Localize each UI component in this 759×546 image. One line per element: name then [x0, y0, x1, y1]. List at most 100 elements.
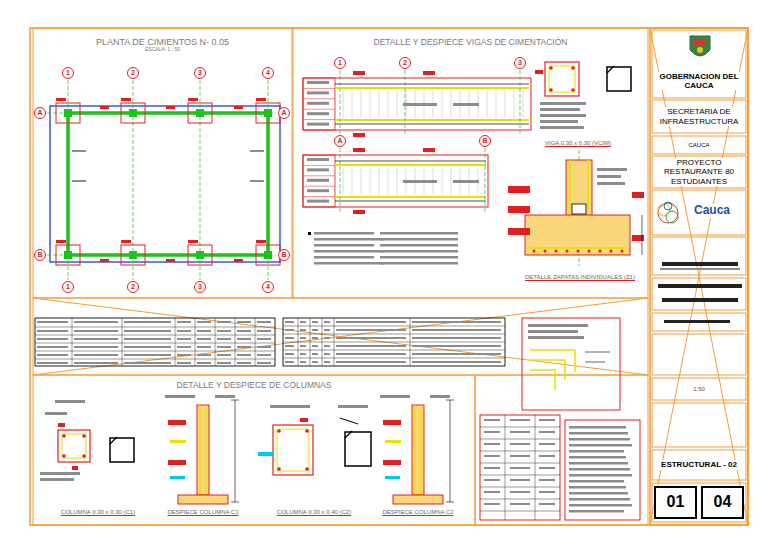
table-line	[255, 318, 256, 366]
text-bar	[540, 108, 580, 111]
text-bar	[177, 346, 191, 348]
text-bar	[540, 114, 586, 117]
text-bar	[312, 353, 318, 355]
grid-label: 1	[338, 59, 342, 67]
rebar-dot	[621, 250, 624, 253]
title-cell	[652, 190, 746, 235]
table-line	[535, 415, 536, 520]
grid-label: 3	[518, 59, 522, 67]
grid-label: A	[281, 109, 286, 117]
footing	[188, 103, 212, 123]
text-bar	[37, 346, 68, 348]
stirrup	[514, 90, 515, 118]
table-line	[35, 318, 36, 366]
dimension-mark	[353, 148, 365, 152]
drawing-panel: 123ABDETALLE Y DESPIECE VIGAS DE CIMENTA…	[293, 28, 648, 298]
text-bar	[540, 126, 584, 129]
rebar	[205, 405, 206, 500]
text-bar	[510, 431, 530, 433]
title-text: PROYECTO RESTAURANTE 80 ESTUDIANTES	[654, 158, 744, 186]
text-bar	[250, 180, 264, 182]
stirrup-shape	[110, 438, 134, 462]
drawing-panel: 12341234ABABPLANTA DE CIMIENTOS N- 0.05E…	[33, 28, 292, 298]
text-bar	[662, 298, 738, 302]
column	[64, 109, 72, 117]
text-bar	[539, 443, 555, 445]
table-line	[505, 318, 506, 366]
rebar	[414, 405, 415, 500]
table-line	[480, 487, 560, 488]
text-bar	[197, 330, 211, 332]
text-bar	[312, 361, 318, 363]
text-bar	[300, 329, 306, 331]
rebar-dot	[62, 454, 66, 458]
table-line	[35, 359, 275, 360]
logo	[658, 203, 678, 223]
rebar	[335, 164, 486, 166]
rebar-dot	[610, 250, 613, 253]
section-outline	[273, 425, 313, 475]
text-bar	[484, 419, 500, 421]
text-bar	[177, 338, 191, 340]
stirrup	[370, 167, 371, 195]
beam-table	[303, 155, 335, 207]
stirrup-hook	[345, 431, 352, 438]
text-bar	[484, 479, 500, 481]
text-bar	[510, 479, 530, 481]
text-bar	[324, 337, 330, 339]
text-bar	[528, 324, 588, 327]
table-line	[298, 318, 299, 366]
text-bar	[37, 321, 68, 323]
callout-tag	[258, 452, 274, 456]
beam-face	[335, 84, 529, 85]
text-bar	[237, 338, 251, 340]
text-bar	[74, 338, 118, 340]
text-bar	[314, 256, 374, 259]
stirrup-shape	[345, 432, 371, 466]
scale-note: ESCALA: 1 : 50	[144, 47, 181, 53]
text-bar	[539, 491, 555, 493]
beam-outline	[303, 155, 488, 207]
text-bar	[569, 492, 628, 495]
table-line	[322, 318, 323, 366]
grid-label: A	[37, 109, 42, 117]
footing	[121, 103, 145, 123]
title-cell	[652, 378, 746, 400]
stirrup	[442, 90, 443, 118]
text-bar	[569, 504, 632, 507]
text-bar	[510, 455, 530, 457]
text-bar	[314, 244, 374, 247]
text-bar	[285, 353, 294, 355]
text-bar	[74, 362, 118, 364]
dimension-mark	[423, 148, 435, 152]
text-bar	[412, 345, 501, 347]
beam-outline	[303, 78, 531, 130]
callout-tag	[385, 440, 401, 443]
beam-face	[335, 201, 486, 202]
rebar-dot	[305, 467, 309, 471]
text-bar	[312, 329, 318, 331]
dimension-line	[642, 215, 643, 255]
text-bar	[597, 168, 627, 171]
rebar-dot	[571, 66, 575, 70]
text-bar	[300, 361, 306, 363]
column	[64, 251, 72, 259]
drawing-caption: COLUMNA 0.30 x 0.30 (C1)	[60, 509, 136, 515]
text-bar	[569, 486, 626, 489]
panel-frame	[33, 28, 292, 298]
table-line	[283, 334, 505, 335]
stirrup	[343, 167, 344, 195]
grid-bubble: B	[479, 135, 491, 147]
text-bar	[285, 321, 294, 323]
text-bar	[307, 158, 329, 161]
title-text: SECRETARIA DE INFRAESTRUCTURA	[654, 107, 744, 125]
rebar-dot	[82, 454, 86, 458]
grid-bubble: 2	[399, 57, 411, 69]
text-bar	[285, 337, 294, 339]
text-bar	[380, 238, 458, 241]
rebar-dot	[571, 88, 575, 92]
stirrup-hook	[607, 66, 614, 73]
text-bar	[257, 321, 271, 323]
stirrup-hook	[110, 437, 117, 444]
table-line	[480, 499, 560, 500]
